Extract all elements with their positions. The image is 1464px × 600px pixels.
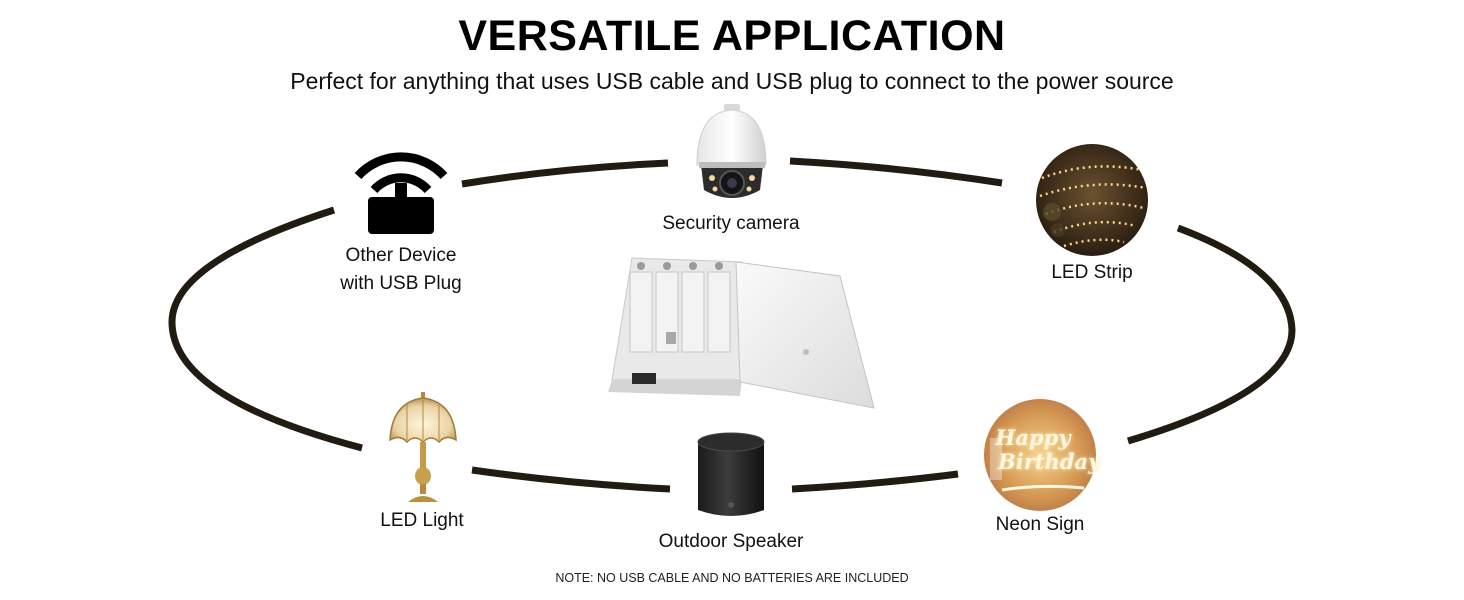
led-strip-photo	[1036, 144, 1148, 256]
page-subtitle: Perfect for anything that uses USB cable…	[290, 68, 1174, 94]
ring-segment-bottom-right	[791, 470, 959, 493]
footer-note: NOTE: NO USB CABLE AND NO BATTERIES ARE …	[555, 571, 909, 585]
speaker-icon	[697, 432, 765, 516]
neon-sign-line-2: Birthday	[998, 449, 1101, 474]
label-other-device: Other Device with USB Plug	[340, 242, 461, 298]
label-security-camera-line-1: Security camera	[662, 213, 800, 234]
security-camera-icon	[696, 104, 767, 198]
neon-sign-photo	[984, 399, 1096, 511]
table-lamp-icon	[389, 392, 457, 502]
ring-segment-bottom-left	[471, 466, 671, 493]
label-led-strip-line-1: LED Strip	[1051, 262, 1133, 283]
label-led-light: LED Light	[380, 507, 463, 535]
label-neon-sign: Neon Sign	[996, 511, 1085, 539]
label-neon-sign-line-1: Neon Sign	[995, 514, 1085, 535]
ring-segment-right	[1126, 224, 1296, 445]
page-title: VERSATILE APPLICATION	[458, 12, 1006, 60]
label-outdoor-speaker-line-1: Outdoor Speaker	[658, 531, 804, 552]
connection-ring	[168, 157, 1296, 493]
label-other-device-line-2: with USB Plug	[340, 273, 462, 294]
ring-segment-top-left	[461, 159, 669, 188]
neon-sign-line-1: Happy	[995, 425, 1071, 450]
label-led-light-line-1: LED Light	[380, 510, 464, 531]
label-other-device-line-1: Other Device	[345, 245, 457, 266]
wifi-router-icon	[354, 152, 448, 234]
ring-segment-left	[168, 206, 363, 452]
label-outdoor-speaker: Outdoor Speaker	[659, 528, 804, 556]
label-security-camera: Security camera	[662, 210, 799, 238]
battery-box-photo	[608, 257, 875, 409]
neon-sign-text: Happy Birthday	[990, 426, 1101, 474]
ring-segment-top-right	[789, 157, 1003, 187]
label-led-strip: LED Strip	[1051, 259, 1132, 287]
